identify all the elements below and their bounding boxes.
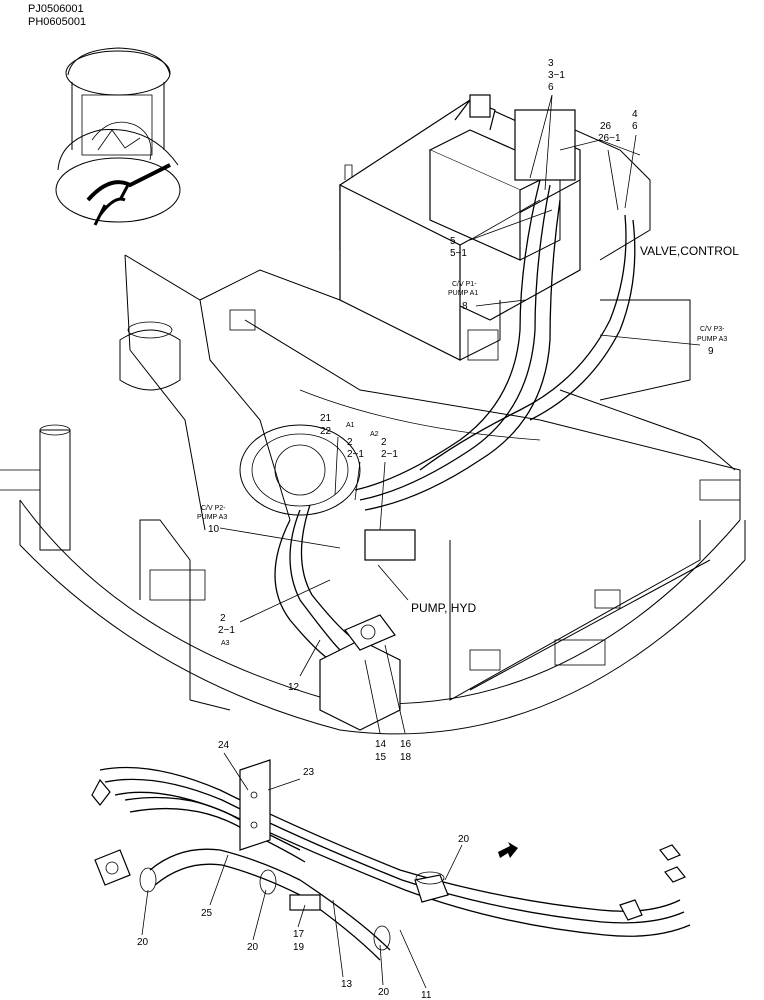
callout-2a: 2: [347, 437, 353, 448]
callout-12: 12: [288, 682, 300, 693]
callout-6b: 6: [632, 121, 638, 132]
callout-leaders-lower: [141, 752, 463, 989]
cvp3-label-line1: C/V P3-: [700, 326, 725, 333]
callout-22: 22: [320, 426, 332, 437]
cvp2-label-line2: PUMP A3: [197, 514, 227, 521]
callout-24: 24: [218, 740, 230, 751]
callout-3-1: 3−1: [548, 70, 565, 81]
callout-9: 9: [708, 346, 714, 357]
callout-23: 23: [303, 767, 315, 778]
upper-frame: [0, 254, 746, 735]
pump-hyd-label: PUMP, HYD: [411, 601, 476, 615]
callout-20b: 20: [137, 937, 149, 948]
callout-15: 15: [375, 752, 387, 763]
callout-18: 18: [400, 752, 412, 763]
cvp2-label-line1: C/V P2-: [201, 505, 226, 512]
callout-20d: 20: [378, 987, 390, 998]
port-a3-label: A3: [221, 640, 230, 647]
callout-2c: 2: [220, 613, 226, 624]
callout-10: 10: [208, 524, 220, 535]
callout-6a: 6: [548, 82, 554, 93]
upper-hoses: [274, 179, 636, 661]
callout-13: 13: [341, 979, 353, 990]
callout-14: 14: [375, 739, 387, 750]
callout-4: 4: [632, 109, 638, 120]
callout-20a: 20: [458, 834, 470, 845]
excavator-cab-icon: [55, 47, 181, 226]
drawing-code-2: PH0605001: [28, 16, 86, 28]
callout-leaders-upper: [219, 94, 701, 734]
callout-2-1c: 2−1: [218, 625, 235, 636]
valve-control-label: VALVE,CONTROL: [640, 244, 739, 258]
front-direction-arrow-icon: [498, 842, 518, 858]
callout-2-1a: 2−1: [347, 449, 364, 460]
callout-2b: 2: [381, 437, 387, 448]
callout-20c: 20: [247, 942, 259, 953]
callout-19: 19: [293, 942, 305, 953]
callout-25: 25: [201, 908, 213, 919]
callout-26-1: 26−1: [598, 133, 621, 144]
callout-21: 21: [320, 413, 332, 424]
cvp1-label-line1: C/V P1-: [452, 281, 477, 288]
port-a1-label: A1: [346, 422, 355, 429]
cvp3-label-line2: PUMP A3: [697, 336, 727, 343]
control-valve: [428, 94, 651, 261]
callout-17: 17: [293, 929, 305, 940]
hydraulic-pump: [319, 529, 416, 731]
lower-hose-assembly: [91, 759, 691, 961]
callout-16: 16: [400, 739, 412, 750]
callout-26: 26: [600, 121, 612, 132]
callout-11: 11: [421, 990, 432, 1000]
drawing-code-1: PJ0506001: [28, 3, 84, 15]
callout-8: 8: [462, 301, 468, 312]
cvp1-label-line2: PUMP A1: [448, 290, 478, 297]
callout-5: 5: [450, 236, 456, 247]
callout-3: 3: [548, 58, 554, 69]
callout-2-1b: 2−1: [381, 449, 398, 460]
port-a2-label: A2: [370, 431, 379, 438]
callout-5-1: 5−1: [450, 248, 467, 259]
